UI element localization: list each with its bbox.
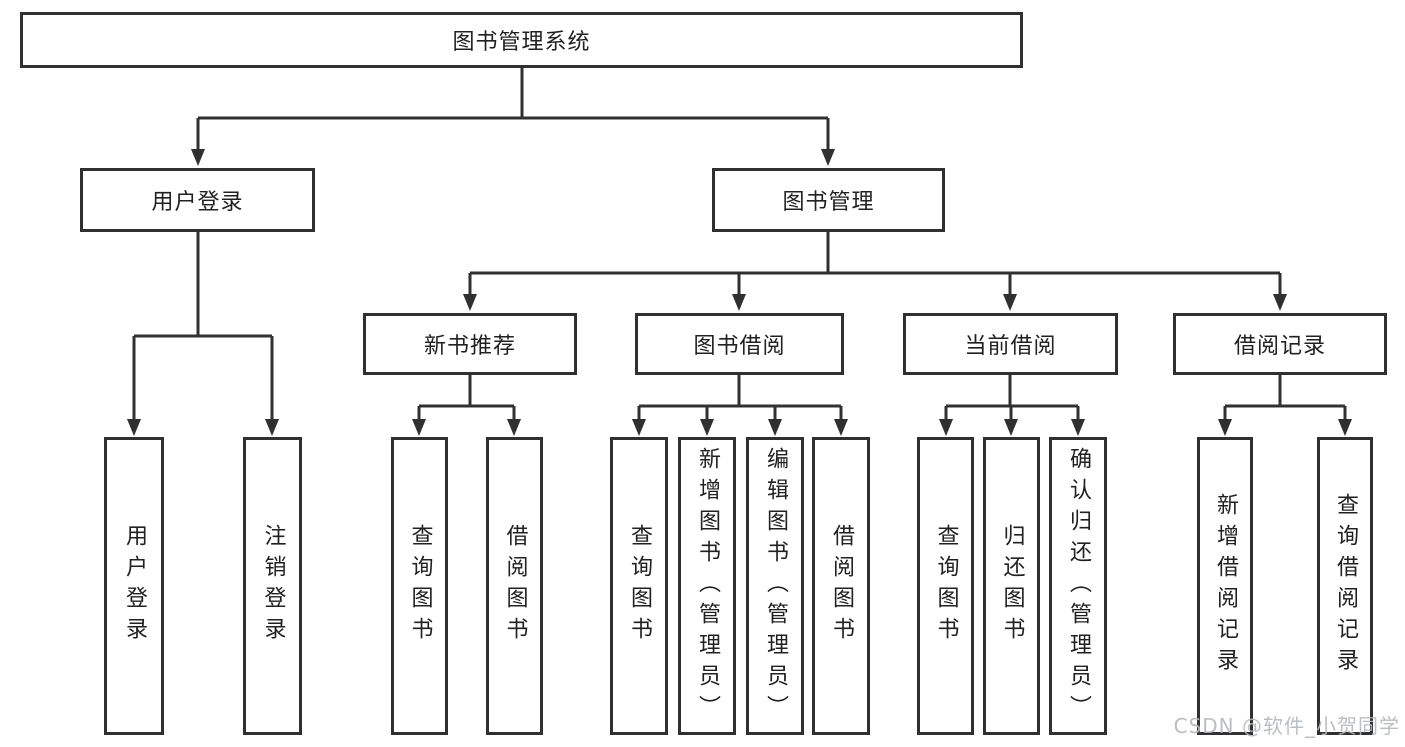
leaf-bb-borrow-books: 借阅图书 bbox=[812, 437, 870, 735]
leaf-cb-confirm-return-admin: 确认归还（管理员） bbox=[1049, 437, 1107, 735]
leaf-logout: 注销登录 bbox=[243, 437, 302, 735]
node-borrow-records-label: 借阅记录 bbox=[1233, 334, 1326, 359]
leaf-bb-edit-books-admin-label: 编辑图书（管理员） bbox=[763, 446, 788, 726]
leaf-bb-query-books-label: 查询图书 bbox=[627, 524, 652, 648]
leaf-br-add-record: 新增借阅记录 bbox=[1197, 437, 1253, 735]
arrowheads bbox=[127, 149, 1352, 436]
leaf-nb-query-books-label: 查询图书 bbox=[407, 524, 433, 648]
node-book-borrow: 图书借阅 bbox=[635, 313, 844, 375]
node-root-label: 图书管理系统 bbox=[452, 30, 591, 55]
leaf-user-login: 用户登录 bbox=[104, 437, 164, 735]
leaf-cb-query-books: 查询图书 bbox=[917, 437, 974, 735]
leaf-br-add-record-label: 新增借阅记录 bbox=[1213, 493, 1238, 679]
leaf-nb-borrow-books: 借阅图书 bbox=[486, 437, 543, 735]
node-new-book-recommend-label: 新书推荐 bbox=[423, 334, 516, 359]
leaf-nb-query-books: 查询图书 bbox=[391, 437, 448, 735]
node-book-management-label: 图书管理 bbox=[782, 190, 875, 215]
leaf-cb-query-books-label: 查询图书 bbox=[933, 524, 959, 648]
leaf-nb-borrow-books-label: 借阅图书 bbox=[502, 524, 528, 648]
leaf-bb-query-books: 查询图书 bbox=[610, 437, 668, 735]
leaf-logout-label: 注销登录 bbox=[260, 524, 286, 648]
node-user-login-label: 用户登录 bbox=[151, 190, 244, 215]
node-root: 图书管理系统 bbox=[20, 12, 1023, 68]
node-current-borrow: 当前借阅 bbox=[903, 313, 1118, 375]
leaf-br-query-record: 查询借阅记录 bbox=[1317, 437, 1373, 735]
node-user-login: 用户登录 bbox=[80, 168, 315, 232]
leaf-user-login-label: 用户登录 bbox=[122, 524, 147, 648]
leaf-bb-add-books-admin-label: 新增图书（管理员） bbox=[695, 446, 720, 726]
leaf-cb-return-books-label: 归还图书 bbox=[999, 524, 1025, 648]
leaf-cb-confirm-return-admin-label: 确认归还（管理员） bbox=[1066, 446, 1091, 726]
node-borrow-records: 借阅记录 bbox=[1173, 313, 1387, 375]
node-new-book-recommend: 新书推荐 bbox=[363, 313, 577, 375]
leaf-bb-edit-books-admin: 编辑图书（管理员） bbox=[746, 437, 804, 735]
leaf-br-query-record-label: 查询借阅记录 bbox=[1333, 493, 1358, 679]
node-book-management: 图书管理 bbox=[712, 168, 945, 232]
leaf-bb-add-books-admin: 新增图书（管理员） bbox=[678, 437, 736, 735]
leaf-cb-return-books: 归还图书 bbox=[983, 437, 1040, 735]
leaf-bb-borrow-books-label: 借阅图书 bbox=[829, 524, 854, 648]
node-current-borrow-label: 当前借阅 bbox=[964, 334, 1057, 359]
node-book-borrow-label: 图书借阅 bbox=[693, 334, 786, 359]
